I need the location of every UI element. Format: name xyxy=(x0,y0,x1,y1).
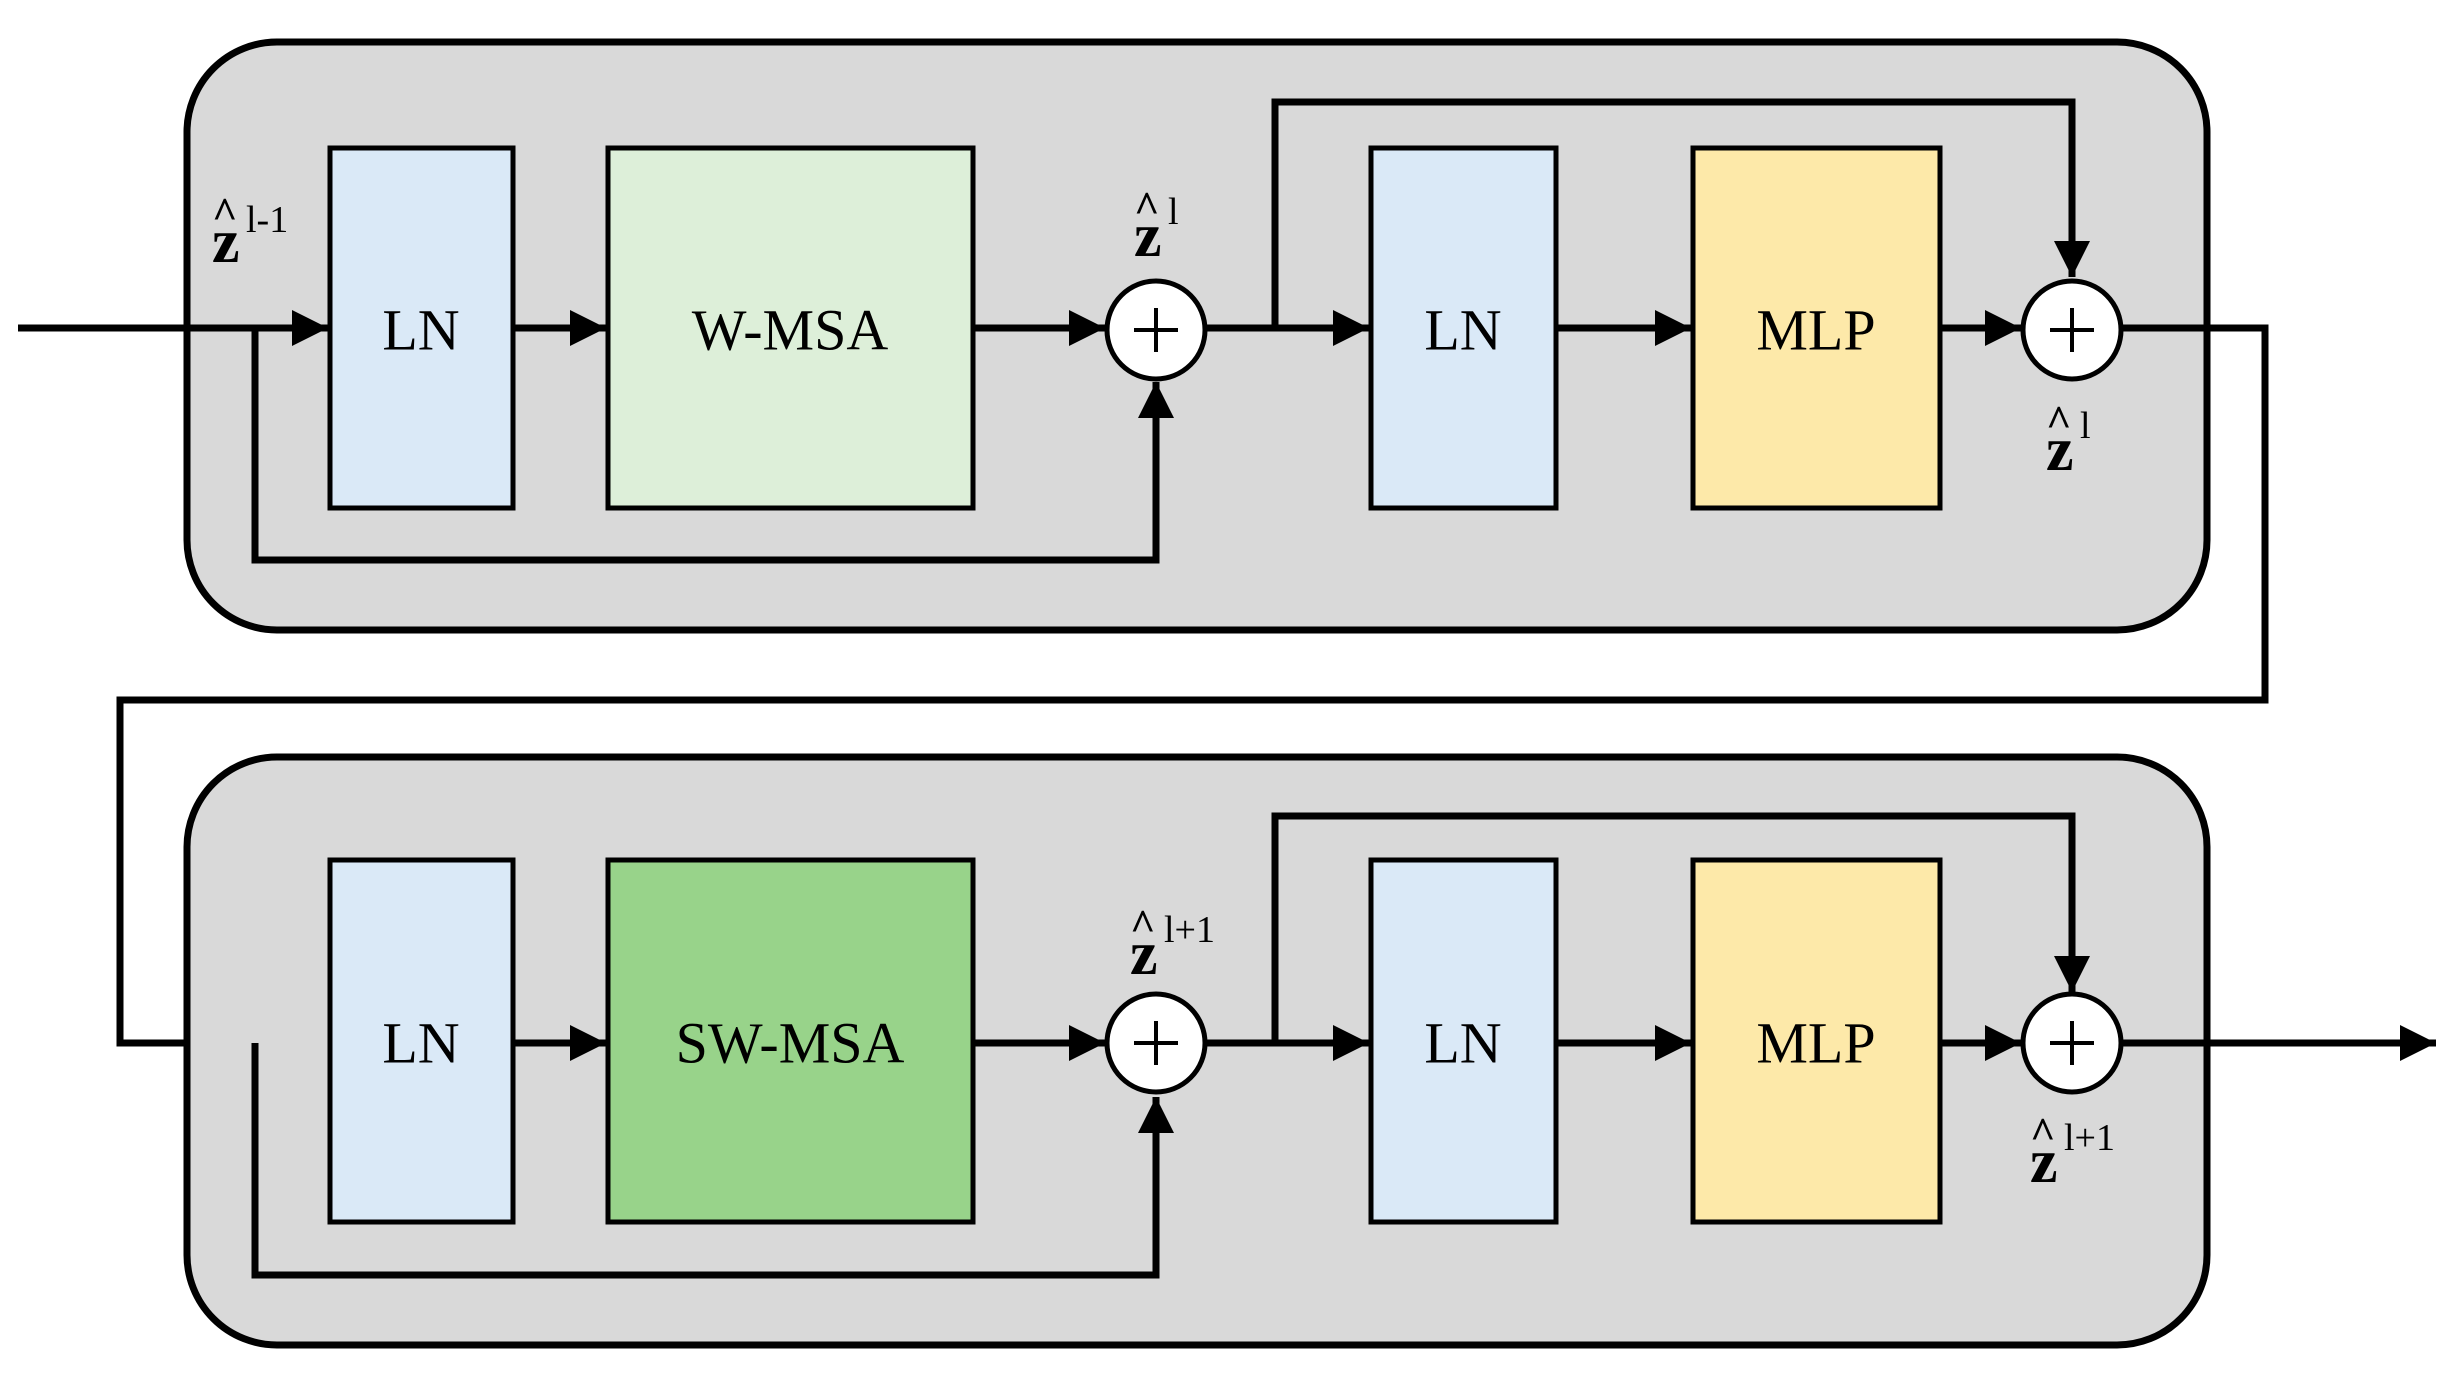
block-2-residual-2-wire xyxy=(1271,812,2090,1043)
svg-text:l: l xyxy=(1168,191,1179,233)
block-2-sum-node-1 xyxy=(1104,991,1208,1095)
block-2-attention-label: SW-MSA xyxy=(676,1011,905,1076)
block-1-input-variable: ^ z l-1 xyxy=(212,189,288,276)
block-1-ln2-label: LN xyxy=(1424,298,1501,363)
svg-text:z: z xyxy=(2030,1128,2058,1196)
block-1-sum-node-1 xyxy=(1104,278,1208,382)
block-1-output-variable: ^ z l xyxy=(2046,397,2091,484)
svg-text:^: ^ xyxy=(1130,901,1156,950)
block-2-sum-node-2 xyxy=(2020,991,2124,1095)
block-1-residual-1-wire xyxy=(251,328,1174,564)
block-1-residual-2-wire xyxy=(1271,98,2090,328)
block-1-ln2-box xyxy=(1368,145,1559,511)
block-1-attention-label: W-MSA xyxy=(692,298,889,363)
block-2-ln1-box xyxy=(327,857,516,1225)
block-2-ln1-label: LN xyxy=(382,1011,459,1076)
svg-text:^: ^ xyxy=(212,189,238,238)
block-2-output-variable: ^ z l+1 xyxy=(2030,1109,2115,1196)
block-2-mlp-label: MLP xyxy=(1756,1011,1875,1076)
svg-text:z: z xyxy=(1134,202,1162,270)
svg-text:l+1: l+1 xyxy=(2064,1117,2115,1159)
block-1-attention-box xyxy=(605,145,976,511)
svg-text:l+1: l+1 xyxy=(1164,909,1215,951)
block-2-attention-box xyxy=(605,857,976,1225)
svg-text:z: z xyxy=(212,208,240,276)
block-1-ln1-box xyxy=(327,145,516,511)
block-1-sum-node-2 xyxy=(2020,278,2124,382)
inter-block-connector-wire xyxy=(116,324,2269,1061)
block-1-mlp-box xyxy=(1690,145,1943,511)
block-2-mlp-box xyxy=(1690,857,1943,1225)
block-1-ln1-label: LN xyxy=(382,298,459,363)
block-1-mlp-label: MLP xyxy=(1756,298,1875,363)
svg-text:z: z xyxy=(2046,416,2074,484)
svg-text:l: l xyxy=(2080,405,2091,447)
svg-text:^: ^ xyxy=(2046,397,2072,446)
block-2-ln2-box xyxy=(1368,857,1559,1225)
svg-text:^: ^ xyxy=(1134,183,1160,232)
svg-text:l-1: l-1 xyxy=(246,199,288,241)
svg-text:z: z xyxy=(1130,920,1158,988)
block-2-mid-variable: ^ z l+1 xyxy=(1130,901,1215,988)
svg-text:^: ^ xyxy=(2030,1109,2056,1158)
block-2-residual-1-wire xyxy=(251,1043,1174,1279)
block-1-mid-variable: ^ z l xyxy=(1134,183,1179,270)
block-2-ln2-label: LN xyxy=(1424,1011,1501,1076)
